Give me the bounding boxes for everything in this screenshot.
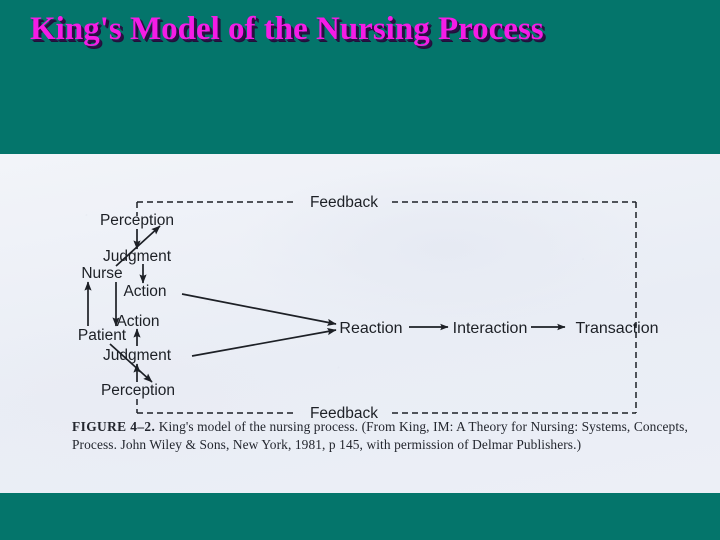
- arrow-action-to-reaction-nurse: [181, 293, 337, 326]
- node-patient: Patient: [78, 327, 127, 344]
- node-patient-judgment: Judgment: [103, 347, 172, 364]
- feedback-top-label: Feedback: [310, 194, 378, 211]
- arrow-judgment-to-reaction-patient: [191, 327, 337, 357]
- page-title: King's Model of the Nursing Process: [30, 11, 544, 47]
- node-nurse: Nurse: [81, 265, 122, 282]
- node-nurse-perception: Perception: [100, 212, 174, 229]
- figure-caption-text: King's model of the nursing process. (Fr…: [72, 419, 688, 452]
- diagram-arrows: [84, 225, 566, 383]
- figure-caption-label: FIGURE 4–2.: [72, 419, 156, 434]
- feedback-loop-bottom: [136, 399, 636, 414]
- feedback-loop-top: [136, 201, 636, 216]
- scanned-figure-panel: Feedback Feedback: [0, 154, 720, 493]
- node-nurse-judgment: Judgment: [103, 248, 172, 265]
- arrow-patient-to-perception: [109, 343, 153, 383]
- node-patient-perception: Perception: [101, 382, 175, 399]
- node-reaction: Reaction: [339, 320, 402, 337]
- slide-title-bar: King's Model of the Nursing Process: [0, 0, 720, 60]
- node-nurse-action: Action: [123, 283, 166, 300]
- node-interaction: Interaction: [453, 320, 528, 337]
- node-patient-action: Action: [116, 313, 159, 330]
- nursing-process-diagram: Feedback Feedback: [78, 194, 659, 422]
- feedback-bottom-label: Feedback: [310, 405, 378, 422]
- node-transaction: Transaction: [576, 320, 659, 337]
- figure-caption: FIGURE 4–2. King's model of the nursing …: [72, 418, 712, 453]
